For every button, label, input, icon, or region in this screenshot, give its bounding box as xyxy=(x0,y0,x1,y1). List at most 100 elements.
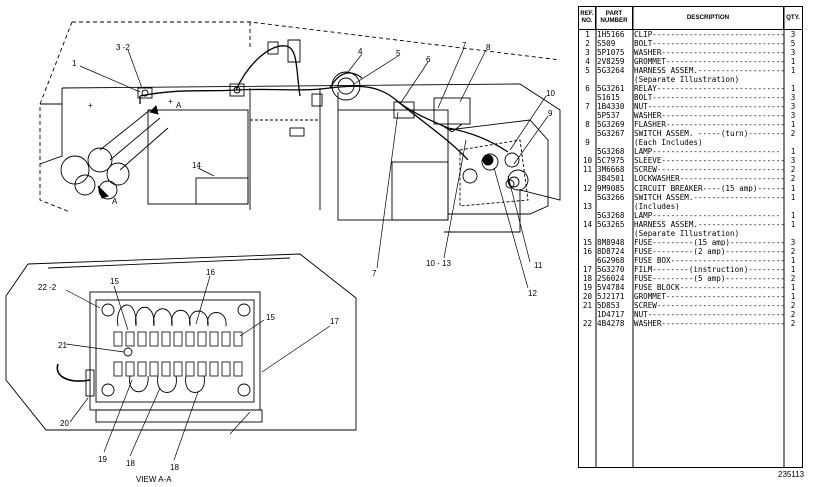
row-ref-no: 8 xyxy=(585,121,590,129)
callout-17: 17 xyxy=(330,317,339,326)
row-description: FILM--------(instruction)---------- xyxy=(634,265,784,274)
row-ref-no: 2 xyxy=(585,39,590,48)
row-description: LAMP---------------------------- xyxy=(634,211,781,220)
wiring-harness xyxy=(139,45,509,161)
row-description: LAMP---------------------------- xyxy=(634,148,781,156)
row-description: SWITCH ASSEM. -----(turn)---------- xyxy=(634,130,784,138)
row-qty: 2 xyxy=(790,302,796,310)
row-qty: 2 xyxy=(790,320,796,328)
row-description: SCREW------------------------------ xyxy=(634,166,784,175)
view-a-a xyxy=(5,253,357,461)
row-part-number: 5D853 xyxy=(597,302,620,310)
row-description: BOLT------------------------------- xyxy=(634,39,784,48)
row-description: WASHER----------------------------- xyxy=(634,48,784,57)
row-qty: 3 xyxy=(790,157,796,165)
row-qty: 3 xyxy=(790,103,796,111)
table-row: S1615 BOLT-------------------------------… xyxy=(579,93,802,102)
row-part-number: 5V4784 xyxy=(597,284,625,292)
row-ref-no: 6 xyxy=(585,85,590,93)
row-qty: 1 xyxy=(790,220,796,229)
row-description: FUSE---------(5 amp)--------------- xyxy=(634,274,784,283)
row-ref-no: 13 xyxy=(582,202,593,211)
row-ref-no: 12 xyxy=(582,184,593,193)
callout-a-top: A xyxy=(176,101,182,110)
row-part-number: 2S6024 xyxy=(597,274,625,283)
row-part-number: 5G3265 xyxy=(597,220,625,229)
table-row: 9 (Each Includes) xyxy=(579,139,802,148)
row-qty: 3 xyxy=(790,30,796,39)
callout-21: 21 xyxy=(58,341,67,350)
row-part-number: S1615 xyxy=(597,94,620,102)
row-ref-no: 19 xyxy=(582,284,593,292)
row-description: WASHER----------------------------- xyxy=(634,112,784,120)
row-description: (Separate Illustration) xyxy=(634,75,740,84)
row-qty: 3 xyxy=(790,112,796,120)
row-description: (Includes) xyxy=(634,202,680,211)
header-part-number: PART NUMBER xyxy=(596,7,633,29)
row-ref-no: 17 xyxy=(582,265,593,274)
row-part-number: 5G3267 xyxy=(597,130,625,138)
row-qty: 1 xyxy=(790,184,796,193)
row-qty: 1 xyxy=(790,256,796,265)
row-description: BOLT------------------------------- xyxy=(634,94,784,102)
callout-1: 1 xyxy=(72,59,77,68)
callout-a-left: A xyxy=(112,197,118,206)
row-description: HARNESS ASSEM.--------------------- xyxy=(634,66,784,75)
callout-19: 19 xyxy=(98,455,107,464)
callout-12: 12 xyxy=(528,289,537,298)
row-qty: 2 xyxy=(790,166,796,175)
table-row: 12 9M9085 CIRCUIT BREAKER----(15 amp)-----… xyxy=(579,184,802,193)
callout-8: 8 xyxy=(486,43,491,52)
row-description: FUSE BLOCK------------------------- xyxy=(634,284,784,292)
row-qty: 5 xyxy=(790,39,796,48)
table-row: 19 5V4784 FUSE BLOCK----------------------… xyxy=(579,283,802,292)
row-ref-no: 3 xyxy=(585,48,590,57)
row-part-number: 5J2171 xyxy=(597,293,625,301)
callout-7: 7 xyxy=(372,269,377,278)
document-number: 235113 xyxy=(778,470,805,479)
callout-18-left: 18 xyxy=(126,459,135,468)
callout-3-2: 3 -2 xyxy=(116,43,130,52)
callout-20: 20 xyxy=(60,419,69,428)
callout-5: 5 xyxy=(396,49,401,58)
row-ref-no: 5 xyxy=(585,66,590,75)
row-qty: 3 xyxy=(790,238,796,247)
plus-mark-left: + xyxy=(88,101,93,110)
row-qty: 1 xyxy=(790,265,796,274)
callout-6: 6 xyxy=(426,55,431,64)
plus-mark-right: + xyxy=(168,97,173,106)
row-description: FUSE BOX--------------------------- xyxy=(634,256,784,265)
row-description: SCREW------------------------------ xyxy=(634,302,784,310)
row-qty: 1 xyxy=(790,85,796,93)
row-qty: 2 xyxy=(790,247,796,256)
row-description: FLASHER---------------------------- xyxy=(634,121,784,129)
row-qty: 3 xyxy=(790,48,796,57)
row-ref-no: 9 xyxy=(585,139,590,147)
table-row: (Separate Illustration) xyxy=(579,229,802,238)
dashboard-frame xyxy=(39,21,561,233)
row-part-number: 9M9085 xyxy=(597,184,625,193)
row-description: LOCKWASHER------------------------- xyxy=(634,175,784,184)
components-top xyxy=(137,39,520,188)
callout-18-right: 18 xyxy=(170,463,179,472)
callout-10: 10 xyxy=(546,89,555,98)
row-part-number: 8M8948 xyxy=(597,238,625,247)
row-description: CIRCUIT BREAKER----(15 amp)------- xyxy=(634,184,784,193)
row-ref-no: 18 xyxy=(582,274,593,283)
view-a-a-label: VIEW A-A xyxy=(136,475,172,484)
leader-lines-top xyxy=(79,47,549,289)
table-row: (Separate Illustration) xyxy=(579,75,802,84)
